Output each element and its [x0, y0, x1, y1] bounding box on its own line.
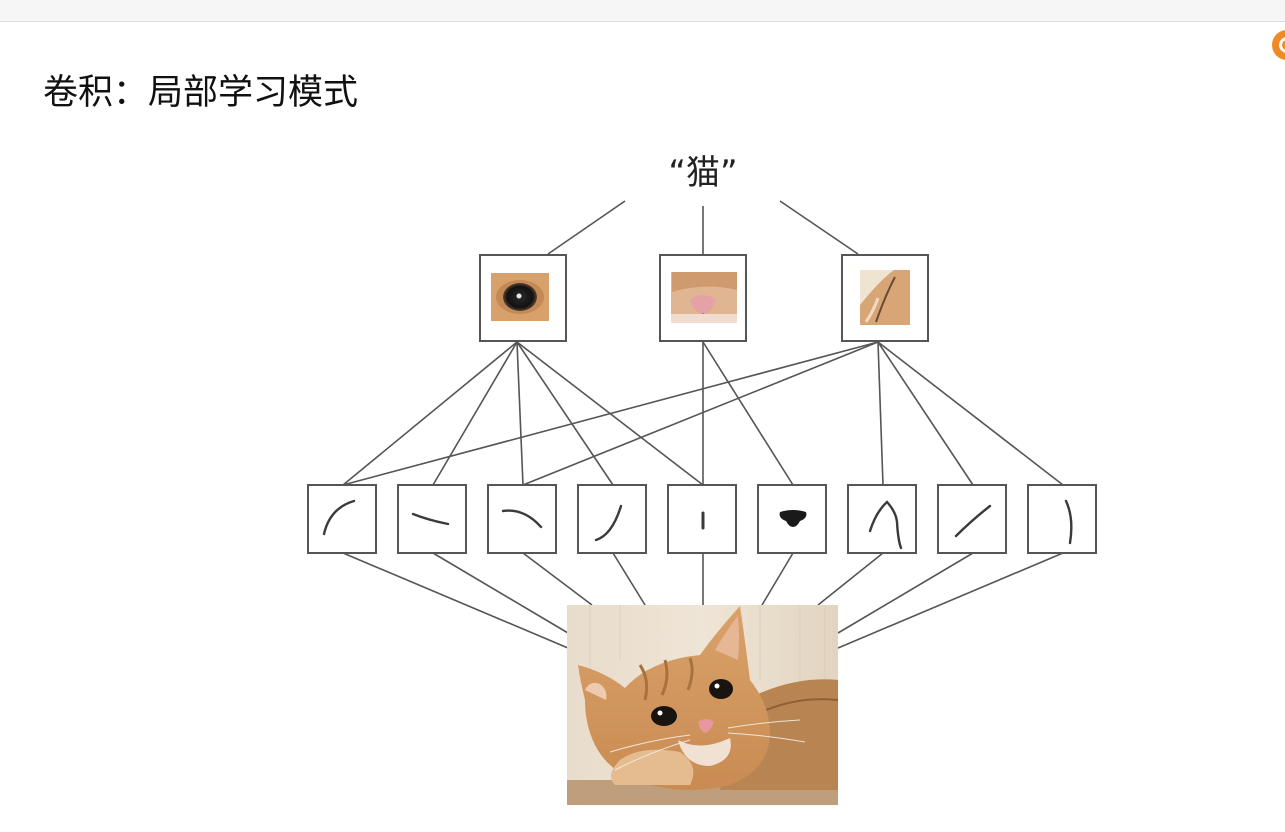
edges-low-to-input	[342, 552, 1064, 649]
app-logo-icon	[1272, 30, 1285, 60]
low-feature-row	[307, 484, 1097, 554]
window-top-bar	[0, 0, 1285, 22]
low-feature-strokes	[322, 499, 1073, 550]
mid-feature-nose	[659, 254, 747, 342]
mid-feature-ear	[841, 254, 929, 342]
output-label: “猫”	[668, 153, 737, 193]
page-title: 卷积：局部学习模式	[43, 73, 359, 113]
nose-blob-icon	[779, 510, 807, 527]
edges-output-to-mid	[547, 200, 859, 255]
input-cat-photo	[567, 605, 839, 805]
edges-mid-to-low	[342, 341, 1064, 486]
mid-feature-eye	[479, 254, 567, 342]
